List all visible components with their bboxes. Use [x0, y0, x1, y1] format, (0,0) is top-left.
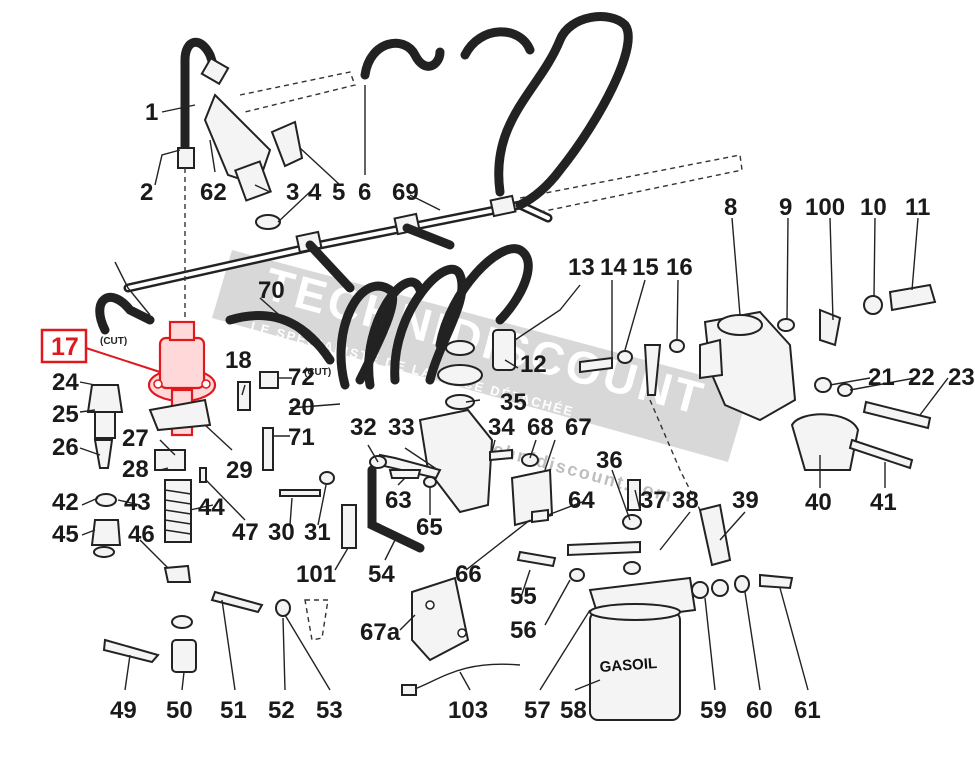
callout-23: 23 [948, 364, 975, 391]
bottom-left-parts [102, 471, 357, 673]
central-distributor [367, 329, 554, 553]
callout-labels: 1 2 3 4 5 6 8 9 10 11 12 13 14 15 16 18 … [52, 99, 975, 724]
callout-49: 49 [110, 697, 137, 724]
callout-17[interactable]: 17 [51, 333, 79, 361]
left-column-parts [86, 371, 279, 583]
callout-33: 33 [388, 414, 415, 441]
callout-39: 39 [732, 487, 759, 514]
filter-label: GASOIL [599, 655, 658, 676]
callout-64: 64 [568, 487, 595, 514]
callout-36: 36 [596, 447, 623, 474]
callout-67a: 67a [360, 619, 401, 646]
callout-45: 45 [52, 521, 79, 548]
callout-6: 6 [358, 179, 371, 206]
callout-62: 62 [200, 179, 227, 206]
callout-66: 66 [455, 561, 482, 588]
callout-43: 43 [124, 489, 151, 516]
callout-26: 26 [52, 434, 79, 461]
callout-60: 60 [746, 697, 773, 724]
callout-55: 55 [510, 583, 537, 610]
callout-29: 29 [226, 457, 253, 484]
callout-17-box[interactable] [40, 328, 88, 364]
callout-101: 101 [296, 561, 336, 588]
callout-40: 40 [805, 489, 832, 516]
callout-32: 32 [350, 414, 377, 441]
return-line-group [123, 71, 743, 293]
callout-46: 46 [128, 521, 155, 548]
callout-18: 18 [225, 347, 252, 374]
callout-10: 10 [860, 194, 887, 221]
callout-3: 3 [286, 179, 299, 206]
callout-100: 100 [805, 194, 845, 221]
callout-34: 34 [488, 414, 515, 441]
callout-22: 22 [908, 364, 935, 391]
callout-71: 71 [288, 424, 315, 451]
callout-41: 41 [870, 489, 897, 516]
leader-lines [79, 85, 949, 691]
callout-65: 65 [416, 514, 443, 541]
callout-56: 56 [510, 617, 537, 644]
callout-70: 70 [258, 277, 285, 304]
callout-9: 9 [779, 194, 792, 221]
cut-label-2: (CUT) [304, 367, 331, 378]
callout-35: 35 [500, 389, 527, 416]
callout-42: 42 [52, 489, 79, 516]
callout-54: 54 [368, 561, 395, 588]
callout-27: 27 [122, 425, 149, 452]
callout-25: 25 [52, 401, 79, 428]
bracket-and-wire [401, 576, 521, 696]
callout-21: 21 [868, 364, 895, 391]
callout-20: 20 [288, 394, 315, 421]
callout-53: 53 [316, 697, 343, 724]
callout-68: 68 [527, 414, 554, 441]
callout-63: 63 [385, 487, 412, 514]
callout-8: 8 [724, 194, 737, 221]
hose-loops [95, 12, 633, 390]
callout-50: 50 [166, 697, 193, 724]
callout-30: 30 [268, 519, 295, 546]
callout-13: 13 [568, 254, 595, 281]
callout-12: 12 [520, 351, 547, 378]
callout-51: 51 [220, 697, 247, 724]
callout-37: 37 [640, 487, 667, 514]
callout-58: 58 [560, 697, 587, 724]
callout-38: 38 [672, 487, 699, 514]
callout-31: 31 [304, 519, 331, 546]
callout-61: 61 [794, 697, 821, 724]
callout-57: 57 [524, 697, 551, 724]
callout-11: 11 [905, 194, 930, 221]
callout-2: 2 [140, 179, 153, 206]
callout-1: 1 [145, 99, 158, 126]
injector-assembly [177, 38, 304, 335]
fittings-right [516, 339, 732, 582]
callout-5: 5 [332, 179, 345, 206]
callout-59: 59 [700, 697, 727, 724]
callout-44: 44 [198, 494, 225, 521]
callout-24: 24 [52, 369, 79, 396]
callout-14: 14 [600, 254, 627, 281]
callout-4: 4 [308, 179, 322, 206]
callout-103: 103 [448, 697, 488, 724]
callout-52: 52 [268, 697, 295, 724]
cut-label-1: (CUT) [100, 336, 127, 347]
callout-67: 67 [565, 414, 592, 441]
feed-pump-8 [699, 283, 937, 471]
callout-16: 16 [666, 254, 693, 281]
callout-28: 28 [122, 456, 149, 483]
callout-69: 69 [392, 179, 419, 206]
callout-72: 72 [288, 364, 315, 391]
callout-47: 47 [232, 519, 259, 546]
callout-15: 15 [632, 254, 659, 281]
fuel-filter: GASOIL [588, 573, 794, 721]
